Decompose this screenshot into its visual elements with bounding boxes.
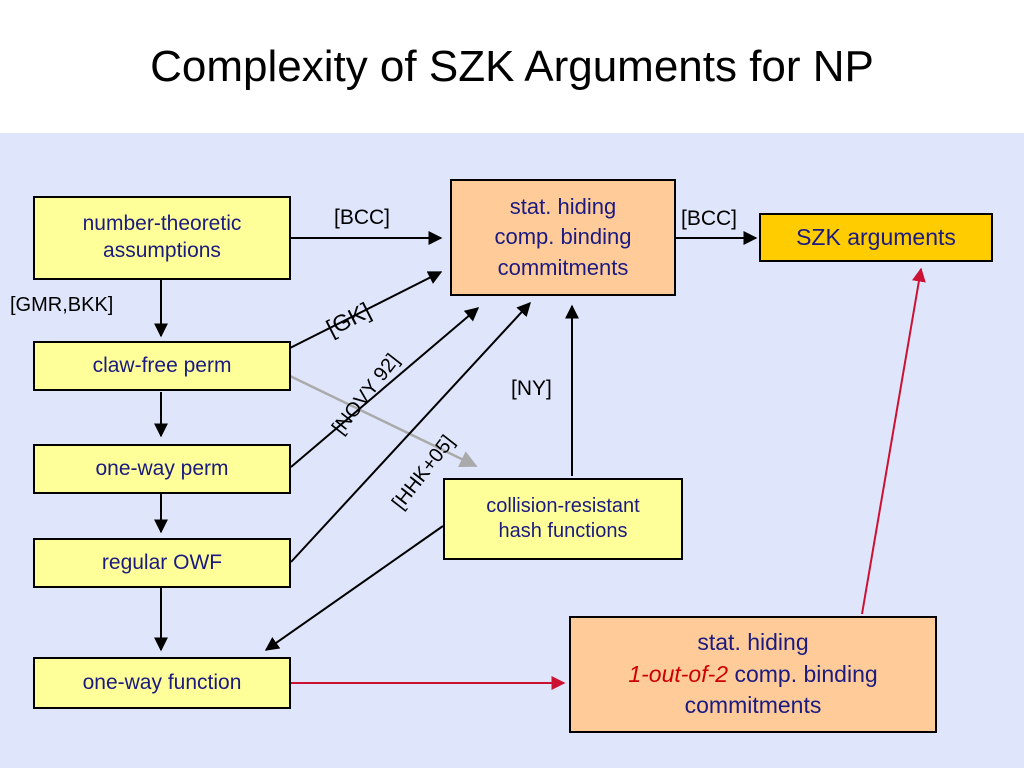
node-1of2-line3: commitments [684,692,822,719]
node-collision-resistant-hash: collision-resistant hash functions [443,478,683,560]
arrow-claw-to-commitments [289,271,443,349]
arrow-owp-to-commitments [290,307,480,468]
node-1-out-of-2-commitments: stat. hiding 1-out-of-2 comp. binding co… [569,616,937,733]
node-1of2-line1: stat. hiding [697,628,809,655]
label-bcc-left: [BCC] [334,206,391,229]
slide-title: Complexity of SZK Arguments for NP [150,42,874,91]
node-commitments-line1: stat. hiding [509,193,617,219]
node-number-theoretic-line2: assumptions [103,239,221,262]
label-bcc-right: [BCC] [681,207,738,230]
label-gmr-bkk: [GMR,BKK] [10,294,114,316]
node-1of2-italic: 1-out-of-2 [628,660,729,687]
node-one-way-perm-label: one-way perm [95,456,229,480]
node-crhf-line1: collision-resistant [486,494,640,517]
node-commitments-line2: comp. binding [494,224,632,250]
label-ny: [NY] [511,377,552,400]
arrow-1of2-to-szk [861,267,926,615]
node-stat-hiding-commitments: stat. hiding comp. binding commitments [450,179,676,296]
node-regular-owf-label: regular OWF [101,550,223,574]
arrow-claw-to-crhf [289,374,478,468]
node-szk-label: SZK arguments [796,223,956,250]
node-crhf-line2: hash functions [498,520,628,542]
node-1of2-line2-rest: comp. binding [728,660,878,687]
node-claw-free-perm: claw-free perm [33,341,291,391]
node-number-theoretic: number-theoretic assumptions [33,196,291,280]
node-claw-free-label: claw-free perm [92,353,232,377]
node-szk-arguments: SZK arguments [759,213,993,262]
arrow-crhf-to-owf [264,525,444,651]
node-1of2-line2: 1-out-of-2 comp. binding [628,659,877,691]
node-one-way-function-label: one-way function [82,670,242,694]
node-regular-owf: regular OWF [33,538,291,588]
node-commitments-line3: commitments [497,254,629,280]
node-one-way-perm: one-way perm [33,444,291,494]
arrow-rowf-to-commitments [290,301,531,563]
node-number-theoretic-line1: number-theoretic [82,212,242,236]
node-one-way-function: one-way function [33,657,291,709]
